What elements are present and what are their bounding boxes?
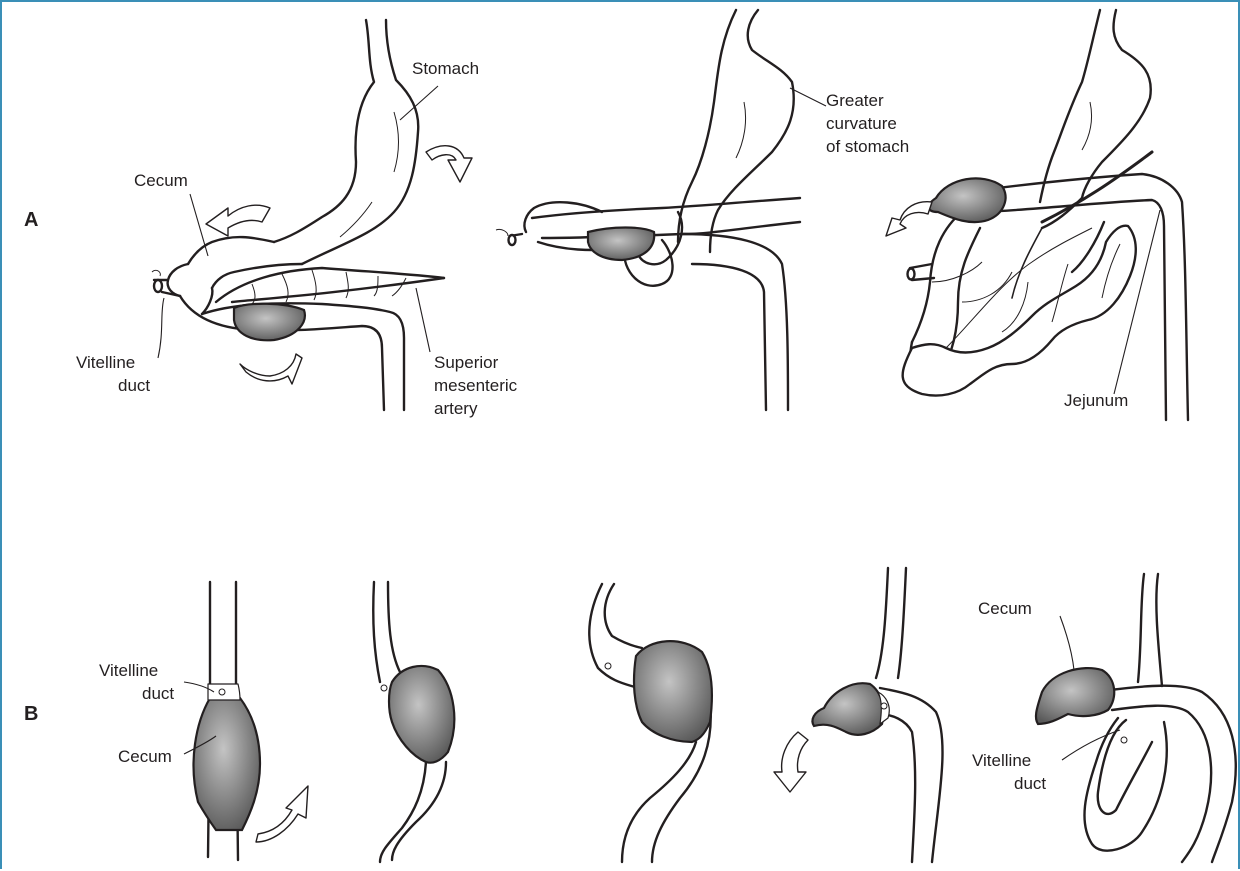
label-vitelline-b1-1: Vitelline [99, 661, 158, 680]
label-sma-2: mesenteric [434, 376, 518, 395]
label-greater-curvature-1: Greater [826, 91, 884, 110]
stage-a2-gut-loop [496, 10, 800, 410]
label-sma-1: Superior [434, 353, 499, 372]
label-jejunum: Jejunum [1064, 391, 1128, 410]
label-greater-curvature-2: curvature [826, 114, 897, 133]
leader-greater-curvature [790, 88, 826, 106]
label-stomach: Stomach [412, 59, 479, 78]
label-greater-curvature-3: of stomach [826, 137, 909, 156]
label-vitelline-a-1: Vitelline [76, 353, 135, 372]
leader-sma [416, 288, 430, 352]
label-cecum-b1: Cecum [118, 747, 172, 766]
leader-vitelline-a [158, 298, 164, 358]
label-vitelline-b5-2: duct [1014, 774, 1046, 793]
stage-b3-cecum [589, 584, 712, 862]
stage-b4-cecum [774, 568, 943, 862]
stage-b5-cecum [1036, 574, 1236, 862]
panel-b-label: B [24, 703, 38, 725]
leader-vitelline-b5 [1062, 730, 1120, 760]
label-vitelline-b1-2: duct [142, 684, 174, 703]
label-vitelline-b5-1: Vitelline [972, 751, 1031, 770]
label-cecum-a: Cecum [134, 171, 188, 190]
stage-a1-gut-loop [152, 20, 472, 410]
label-vitelline-a-2: duct [118, 376, 150, 395]
label-cecum-b5: Cecum [978, 599, 1032, 618]
leader-cecum-b5 [1060, 616, 1074, 670]
panel-a-label: A [24, 209, 38, 231]
label-sma-3: artery [434, 399, 478, 418]
stage-b2-cecum [373, 582, 454, 862]
leader-cecum-a [190, 194, 208, 256]
stage-a3-gut-loop [886, 10, 1188, 420]
stage-b1-cecum [194, 582, 308, 860]
